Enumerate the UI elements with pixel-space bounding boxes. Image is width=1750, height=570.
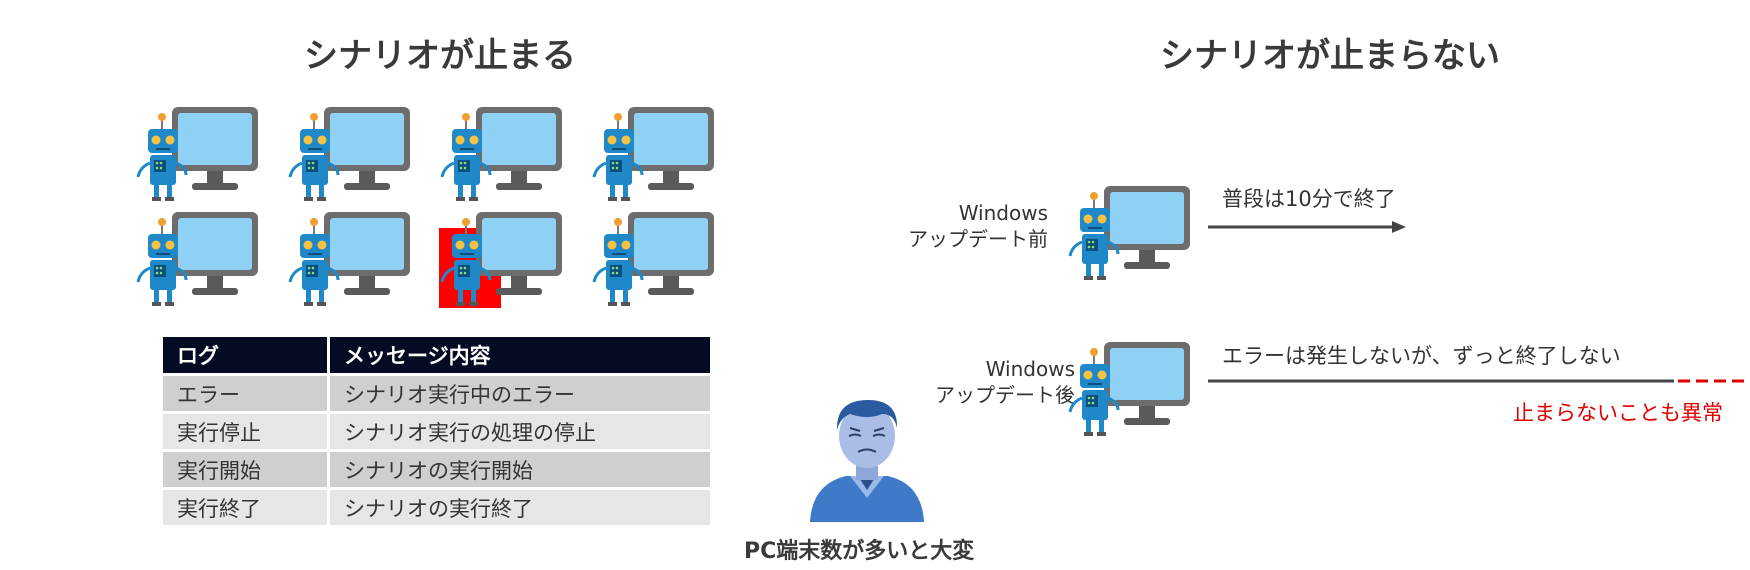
robot-pc-icon [590,210,730,310]
robot-pc-icon [134,105,274,205]
robot-pc-1 [134,105,274,205]
robot-pc-3 [438,105,578,205]
cell-log: 実行停止 [163,411,330,449]
robot-pc-before [1066,184,1206,284]
table-row: 実行停止 シナリオ実行の処理の停止 [163,411,710,449]
before-label-line2: アップデート前 [908,227,1048,251]
robot-pc-7-stopped [438,210,578,310]
table-row: 実行終了 シナリオの実行終了 [163,487,710,525]
robot-pc-icon [286,105,426,205]
worried-person-icon [810,400,924,522]
after-note: エラーは発生しないが、ずっと終了しない [1222,344,1621,368]
robot-pc-icon [134,210,274,310]
before-label: Windows アップデート前 [900,200,1048,252]
cell-message: シナリオの実行開始 [330,449,710,487]
left-title: シナリオが止まる [304,36,576,76]
cell-message: シナリオ実行中のエラー [330,373,710,411]
robot-pc-icon [1066,184,1206,284]
robot-pc-icon [286,210,426,310]
robot-pc-5 [134,210,274,310]
robot-pc-4 [590,105,730,205]
header-message: メッセージ内容 [330,337,710,373]
table-row: エラー シナリオ実行中のエラー [163,373,710,411]
after-label-line2: アップデート後 [935,383,1075,407]
header-log: ログ [163,337,330,373]
robot-pc-6 [286,210,426,310]
robot-pc-after [1066,340,1206,440]
after-line [1208,379,1746,383]
after-label: Windows アップデート後 [900,356,1075,408]
cell-log: エラー [163,373,330,411]
cell-message: シナリオの実行終了 [330,487,710,525]
robot-pc-icon [438,105,578,205]
robot-pc-icon [590,105,730,205]
robot-pc-icon [438,210,578,310]
robot-pc-8 [590,210,730,310]
log-table: ログ メッセージ内容 エラー シナリオ実行中のエラー 実行停止 シナリオ実行の処… [163,337,710,525]
before-arrow [1208,221,1406,233]
cell-log: 実行開始 [163,449,330,487]
table-row: 実行開始 シナリオの実行開始 [163,449,710,487]
robot-pc-2 [286,105,426,205]
right-title: シナリオが止まらない [1160,36,1500,76]
after-label-line1: Windows [985,357,1075,381]
person-caption: PC端末数が多いと大変 [744,539,975,564]
robot-pc-icon [1066,340,1206,440]
table-header-row: ログ メッセージ内容 [163,337,710,373]
cell-log: 実行終了 [163,487,330,525]
cell-message: シナリオ実行の処理の停止 [330,411,710,449]
after-warning: 止まらないことも異常 [1513,401,1723,425]
before-note: 普段は10分で終了 [1222,187,1396,211]
before-label-line1: Windows [958,201,1048,225]
